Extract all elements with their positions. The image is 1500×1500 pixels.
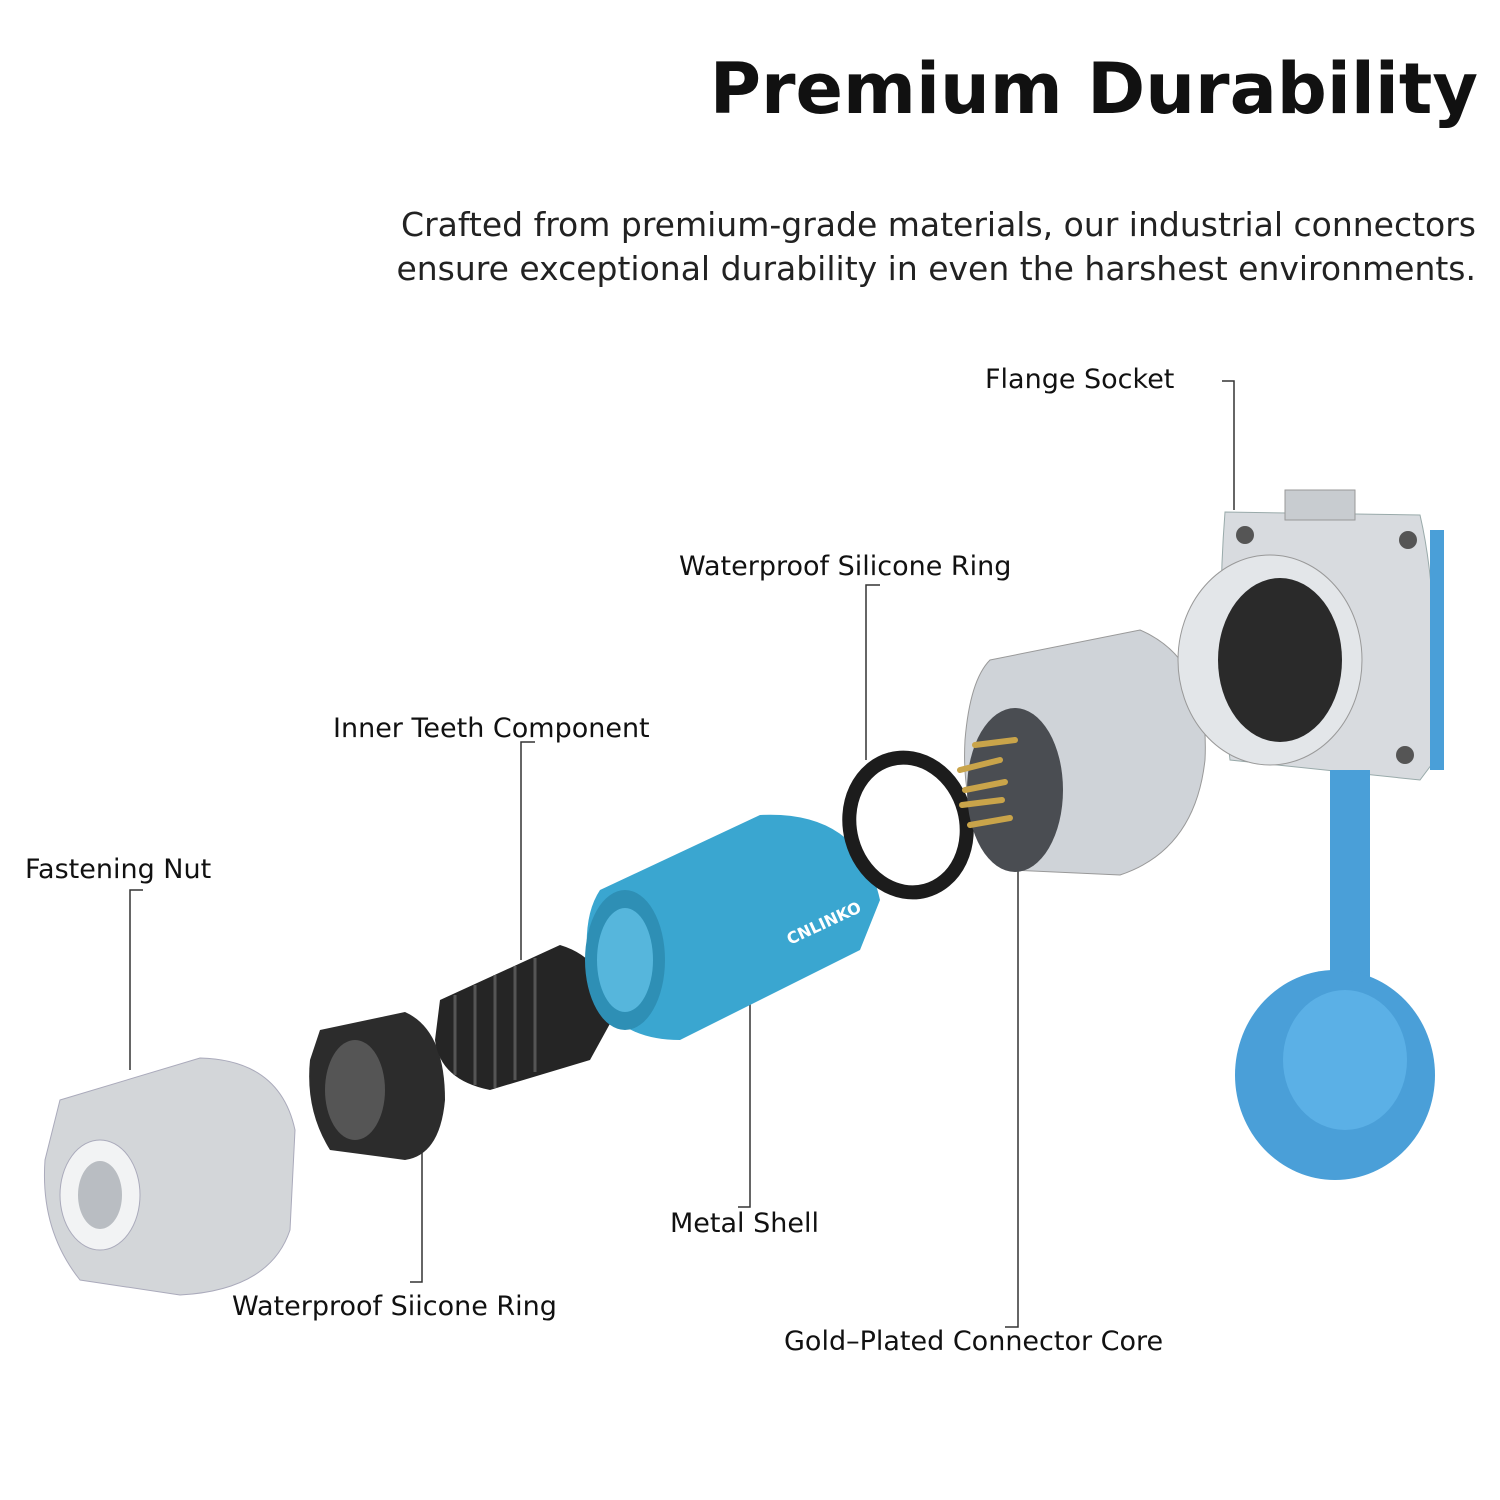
leader-metal-shell — [738, 990, 751, 1208]
label-connector-core: Gold–Plated Connector Core — [784, 1326, 1164, 1357]
leader-silicone-ring-top — [865, 584, 880, 760]
silicone-ring-top-part — [842, 750, 974, 900]
silicone-ring-bottom-part — [309, 1012, 445, 1160]
inner-teeth-part — [435, 945, 612, 1090]
subtitle-line-2: ensure exceptional durability in even th… — [396, 249, 1476, 288]
label-metal-shell: Metal Shell — [670, 1208, 819, 1239]
label-fastening-nut: Fastening Nut — [25, 854, 212, 885]
leader-inner-teeth — [520, 741, 535, 960]
leader-silicone-ring-bottom — [410, 1100, 423, 1283]
metal-shell-part: CNLINKO — [585, 814, 880, 1040]
subtitle-line-1: Crafted from premium-grade materials, ou… — [401, 205, 1476, 244]
leader-connector-core — [1005, 850, 1019, 1328]
leader-flange-socket — [1222, 380, 1235, 510]
label-flange-socket: Flange Socket — [985, 364, 1175, 395]
connector-core-part — [957, 629, 1206, 876]
leader-fastening-nut — [129, 889, 143, 1070]
page-title: Premium Durability — [709, 48, 1478, 130]
label-silicone-ring-bottom: Waterproof Siicone Ring — [232, 1291, 557, 1322]
label-inner-teeth: Inner Teeth Component — [333, 713, 650, 744]
flange-socket-part — [1177, 489, 1444, 1180]
fastening-nut-part — [43, 1057, 296, 1296]
label-silicone-ring-top: Waterproof Silicone Ring — [679, 551, 1012, 582]
